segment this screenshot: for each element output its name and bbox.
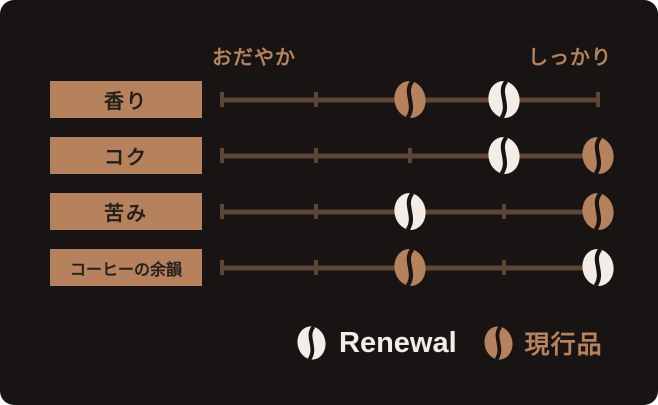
row-aftertaste: コーヒーの余韻 (0, 247, 658, 287)
scale-track-bitterness (220, 191, 614, 231)
row-bitterness: 苦み (0, 191, 658, 231)
current-coffee-bean-icon (393, 79, 427, 120)
category-label-richness: コク (50, 137, 202, 174)
scale-tick (502, 204, 506, 219)
axis-label-strong: しっかり (528, 47, 612, 69)
scale-tick (220, 92, 224, 107)
scale-track-richness (220, 135, 614, 175)
scale-tick (314, 148, 318, 163)
renewal-coffee-bean-icon (487, 135, 521, 176)
renewal-coffee-bean-icon (581, 247, 615, 288)
current-coffee-bean-icon (483, 325, 514, 361)
scale-tick (596, 92, 600, 107)
scale-tick (220, 260, 224, 275)
scale-tick (502, 260, 506, 275)
scale-tick (220, 204, 224, 219)
category-label-aroma: 香り (50, 81, 202, 118)
scale-track-aftertaste (220, 247, 614, 287)
current-coffee-bean-icon (393, 247, 427, 288)
scale-tick (314, 204, 318, 219)
scale-tick (314, 92, 318, 107)
scale-tick (314, 260, 318, 275)
legend-label-current: 現行品 (524, 331, 603, 359)
scale-tick (408, 148, 412, 163)
legend-label-renewal: Renewal (339, 326, 457, 359)
row-aroma: 香り (0, 79, 658, 119)
scale-track-aroma (220, 79, 600, 119)
legend: Renewal 現行品 (296, 322, 603, 364)
renewal-coffee-bean-icon (296, 325, 327, 361)
category-label-bitterness: 苦み (50, 193, 202, 230)
renewal-coffee-bean-icon (487, 79, 521, 120)
row-richness: コク (0, 135, 658, 175)
scale-tick (220, 148, 224, 163)
renewal-coffee-bean-icon (393, 191, 427, 232)
current-coffee-bean-icon (581, 191, 615, 232)
category-label-aftertaste: コーヒーの余韻 (50, 249, 202, 286)
current-coffee-bean-icon (581, 135, 615, 176)
axis-label-mild: おだやか (212, 47, 296, 69)
